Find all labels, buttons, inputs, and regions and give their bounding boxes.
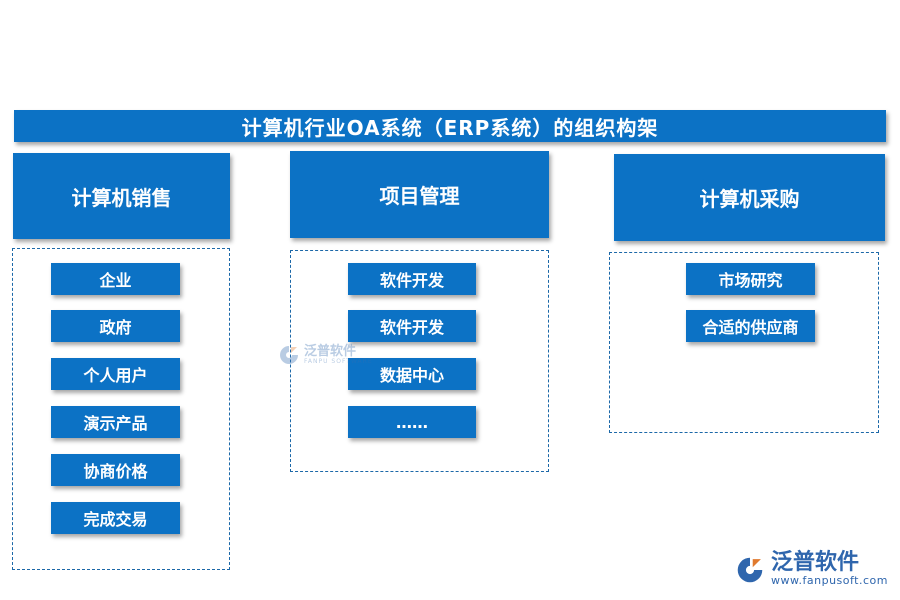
fanpu-logo-icon [280, 346, 298, 364]
brand-url: www.fanpusoft.com [771, 574, 888, 587]
item-data-center: 数据中心 [348, 358, 476, 390]
item-personal-user: 个人用户 [51, 358, 180, 390]
fanpu-logo-icon [737, 557, 763, 582]
brand-name: 泛普软件 [771, 550, 860, 575]
column-panel-project [290, 250, 549, 472]
item-software-dev-2: 软件开发 [348, 310, 476, 342]
item-supplier: 合适的供应商 [686, 310, 815, 342]
watermark: 泛普软件 FANPU SOFTWARE [278, 344, 373, 366]
watermark-sub: FANPU SOFTWARE [304, 358, 373, 365]
item-government: 政府 [51, 310, 180, 342]
item-market-research: 市场研究 [686, 263, 815, 295]
watermark-name: 泛普软件 [304, 344, 357, 359]
item-negotiate-price: 协商价格 [51, 454, 180, 486]
item-complete-deal: 完成交易 [51, 502, 180, 534]
item-software-dev-1: 软件开发 [348, 263, 476, 295]
column-panel-procurement [609, 252, 879, 433]
diagram-title: 计算机行业OA系统（ERP系统）的组织构架 [14, 110, 886, 142]
column-header-project: 项目管理 [290, 151, 549, 238]
column-panel-sales [12, 248, 230, 570]
column-header-sales: 计算机销售 [13, 153, 230, 239]
column-header-procurement: 计算机采购 [614, 154, 885, 241]
item-demo-product: 演示产品 [51, 406, 180, 438]
brand-logo: 泛普软件 www.fanpusoft.com [735, 552, 888, 587]
item-ellipsis: …… [348, 406, 476, 438]
item-enterprise: 企业 [51, 263, 180, 295]
